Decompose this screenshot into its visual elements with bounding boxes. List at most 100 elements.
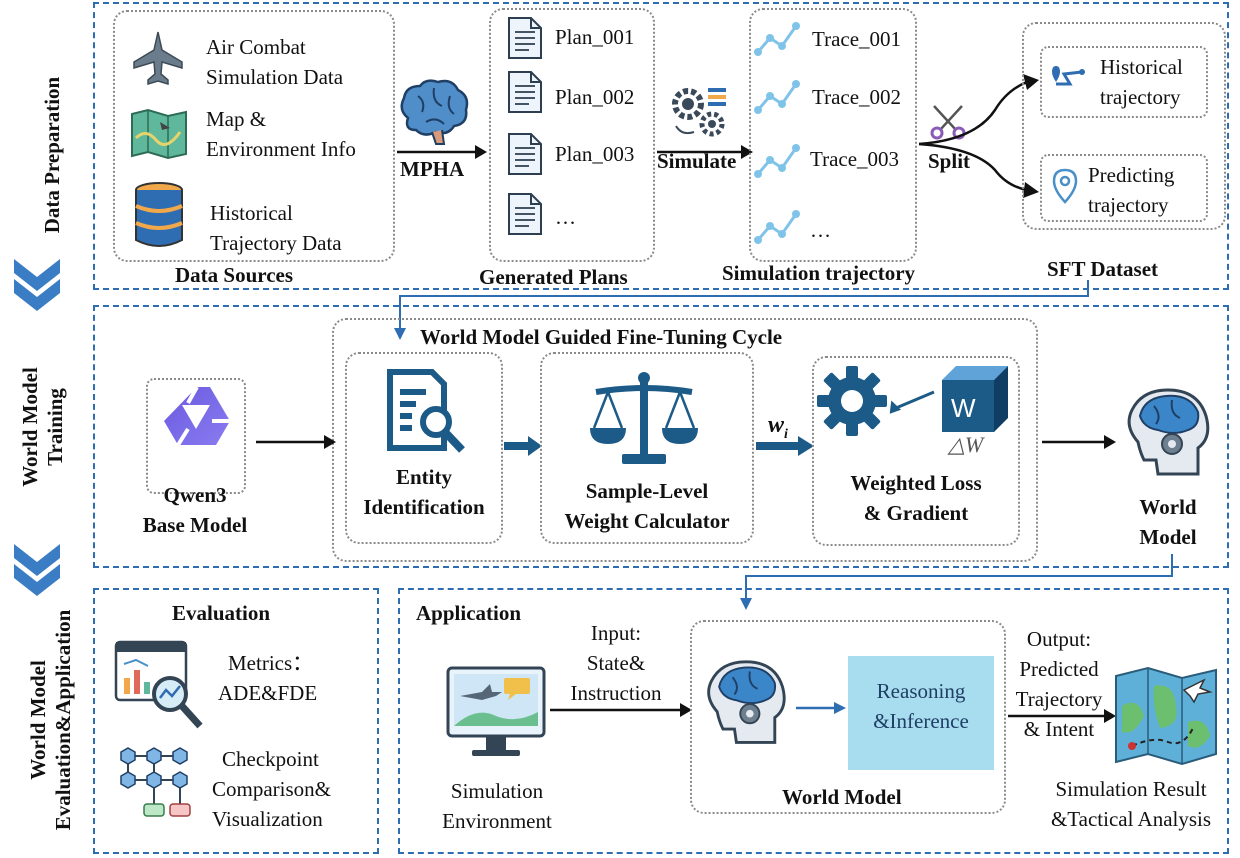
monitor-icon xyxy=(446,666,546,756)
metrics-label: Metrics： ADE&FDE xyxy=(218,651,318,705)
weight-to-loss-arrow xyxy=(756,436,814,456)
evaluation-panel xyxy=(93,588,379,854)
trace-item: Trace_002 xyxy=(812,85,902,109)
w-box-label: W xyxy=(951,393,976,423)
data-preparation-panel xyxy=(93,2,1229,290)
cycle-to-world-model-arrow xyxy=(1042,435,1116,449)
wi-label: wi xyxy=(768,412,788,442)
input-label: Input: State& Instruction xyxy=(570,621,662,705)
plan-item: … xyxy=(555,205,576,229)
split-arrows xyxy=(918,74,1039,198)
historical-trajectory-label: Historical trajectory xyxy=(1100,55,1183,109)
simulation-environment-label: Simulation Environment xyxy=(442,779,552,833)
location-pin-icon xyxy=(1052,168,1078,204)
database-icon xyxy=(135,182,183,247)
plan-item: Plan_002 xyxy=(555,85,635,109)
weighted-loss-label: Weighted Loss & Gradient xyxy=(850,471,982,525)
gear-icon xyxy=(817,366,887,436)
scissors-icon xyxy=(930,105,966,140)
side-label-eval-line1: World Model xyxy=(26,660,50,780)
trace-item: Trace_001 xyxy=(812,27,902,51)
metrics-chart-icon xyxy=(114,640,203,729)
side-label-training-line1: World Model xyxy=(18,367,42,487)
trajectory-icon xyxy=(754,80,800,114)
sft-dataset-caption: SFT Dataset xyxy=(1047,257,1159,281)
entity-identification-box xyxy=(345,352,503,544)
reasoning-arrow xyxy=(796,702,846,714)
weight-calculator-box xyxy=(540,352,754,544)
base-to-entity-arrow xyxy=(256,435,336,449)
application-world-model-label: World Model xyxy=(782,785,902,809)
generated-plans-box xyxy=(489,8,655,262)
data-source-map: Map & Environment Info xyxy=(206,107,356,161)
simulation-trajectory-caption: Simulation trajectory xyxy=(722,261,916,285)
side-label-training-line2: Training xyxy=(43,388,67,466)
weight-cube-icon xyxy=(942,366,1008,432)
base-model-label: Qwen3 Base Model xyxy=(142,483,248,537)
gradient-arrow xyxy=(889,390,935,414)
reasoning-label: Reasoning &Inference xyxy=(873,679,969,733)
result-map-icon xyxy=(1115,666,1217,766)
fine-tuning-cycle-box xyxy=(332,318,1038,562)
plan-item: Plan_003 xyxy=(555,142,635,166)
brain-icon xyxy=(400,79,469,145)
application-panel xyxy=(398,588,1229,854)
map-icon xyxy=(131,108,187,160)
base-model-box xyxy=(146,378,246,494)
training-panel xyxy=(93,305,1229,568)
qwen-logo-icon xyxy=(164,386,230,447)
trajectory-icon xyxy=(754,210,800,244)
simulation-trajectory-box xyxy=(749,8,917,262)
delta-w-label: △W xyxy=(948,432,984,457)
cycle-title: World Model Guided Fine-Tuning Cycle xyxy=(420,325,783,349)
generated-plans-caption: Generated Plans xyxy=(479,265,628,289)
data-sources-box xyxy=(113,10,395,262)
predicting-trajectory-box xyxy=(1040,154,1208,222)
document-icon xyxy=(508,193,542,235)
trajectory-icon xyxy=(754,22,800,56)
historical-trajectory-box xyxy=(1040,46,1208,118)
side-label-evaluation: World Model Evaluation&Application xyxy=(26,590,80,850)
evaluation-title: Evaluation xyxy=(172,601,271,625)
simulation-result-label: Simulation Result &Tactical Analysis xyxy=(1050,777,1212,831)
sft-dataset-box xyxy=(1022,22,1226,230)
chevron-down-icon xyxy=(14,259,60,311)
simulate-label: Simulate xyxy=(657,149,737,173)
application-world-model-box xyxy=(690,620,1006,814)
data-source-air-combat: Air Combat Simulation Data xyxy=(206,35,344,89)
entity-identification-label: Entity Identification xyxy=(363,465,485,519)
document-search-icon xyxy=(387,369,465,453)
side-label-training: World Model Training xyxy=(18,332,72,522)
mpha-arrow xyxy=(397,145,487,159)
robot-head-icon xyxy=(707,660,786,744)
fighter-jet-icon xyxy=(133,31,183,86)
mpha-label: MPHA xyxy=(400,157,465,181)
application-title: Application xyxy=(416,601,522,625)
chevron-down-icon xyxy=(14,544,60,596)
route-icon xyxy=(1052,66,1085,86)
trained-world-model-label: World Model xyxy=(1139,495,1197,549)
balance-scale-icon xyxy=(590,372,698,464)
weighted-loss-box xyxy=(812,356,1020,546)
side-label-data-preparation: Data Preparation xyxy=(40,76,64,234)
side-label-eval-line2: Evaluation&Application xyxy=(51,609,75,831)
data-source-historical: Historical Trajectory Data xyxy=(210,201,342,255)
trace-item: Trace_003 xyxy=(810,147,900,171)
checkpoint-graph-icon xyxy=(120,747,191,817)
gears-icon xyxy=(672,88,726,137)
document-icon xyxy=(508,17,542,59)
simulate-arrow xyxy=(657,145,753,159)
trace-item: … xyxy=(810,218,831,242)
input-arrow xyxy=(550,703,692,717)
data-sources-caption: Data Sources xyxy=(175,263,294,287)
sft-to-training-connector xyxy=(394,280,1089,340)
robot-head-icon xyxy=(1127,388,1210,476)
checkpoint-label: Checkpoint Comparison& Visualization xyxy=(212,747,331,831)
document-icon xyxy=(508,133,542,175)
split-label: Split xyxy=(928,149,971,173)
entity-to-weight-arrow xyxy=(504,436,542,456)
output-label: Output: Predicted Trajectory & Intent xyxy=(1015,627,1103,741)
output-arrow xyxy=(1008,709,1116,723)
reasoning-box xyxy=(848,656,994,770)
trajectory-icon xyxy=(754,144,800,178)
